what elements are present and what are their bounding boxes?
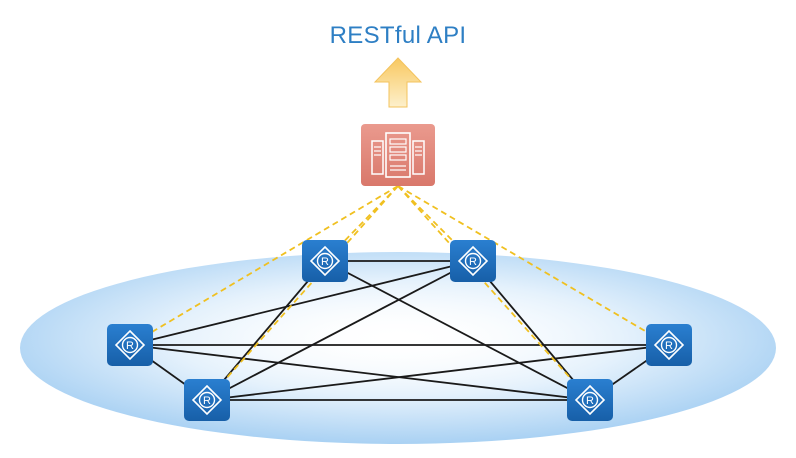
router-glyph: R: [126, 340, 134, 352]
router-glyph: R: [586, 395, 594, 407]
router-bottom-right-icon: R: [567, 379, 613, 421]
physical-link-r2-r6: [472, 260, 591, 401]
api-up-arrow-icon: [373, 57, 423, 108]
physical-link-r1-r6: [324, 260, 591, 401]
control-links: [129, 185, 670, 401]
router-bottom-left-icon: R: [184, 379, 230, 421]
router-top-right-icon: R: [450, 240, 496, 282]
router-top-left-icon: R: [302, 240, 348, 282]
routers: R R R R R R: [107, 240, 692, 421]
control-link-r2: [397, 185, 474, 262]
router-mid-right-icon: R: [646, 324, 692, 366]
control-link-r6: [397, 185, 591, 401]
router-glyph: R: [665, 340, 673, 352]
physical-link-r1-r5: [206, 260, 326, 401]
router-glyph: R: [469, 256, 477, 268]
control-link-r1: [324, 185, 399, 262]
router-glyph: R: [321, 256, 329, 268]
physical-link-r4-r5: [206, 344, 670, 401]
physical-link-r2-r5: [206, 260, 474, 401]
physical-link-r2-r3: [129, 260, 474, 346]
control-link-r3: [129, 185, 399, 346]
control-link-r4: [397, 185, 670, 346]
restful-api-label: RESTful API: [329, 22, 467, 49]
controller-server-icon: [361, 124, 435, 186]
router-mid-left-icon: R: [107, 324, 153, 366]
router-glyph: R: [203, 395, 211, 407]
control-link-r5: [206, 185, 399, 401]
physical-link-r3-r6: [129, 344, 591, 401]
